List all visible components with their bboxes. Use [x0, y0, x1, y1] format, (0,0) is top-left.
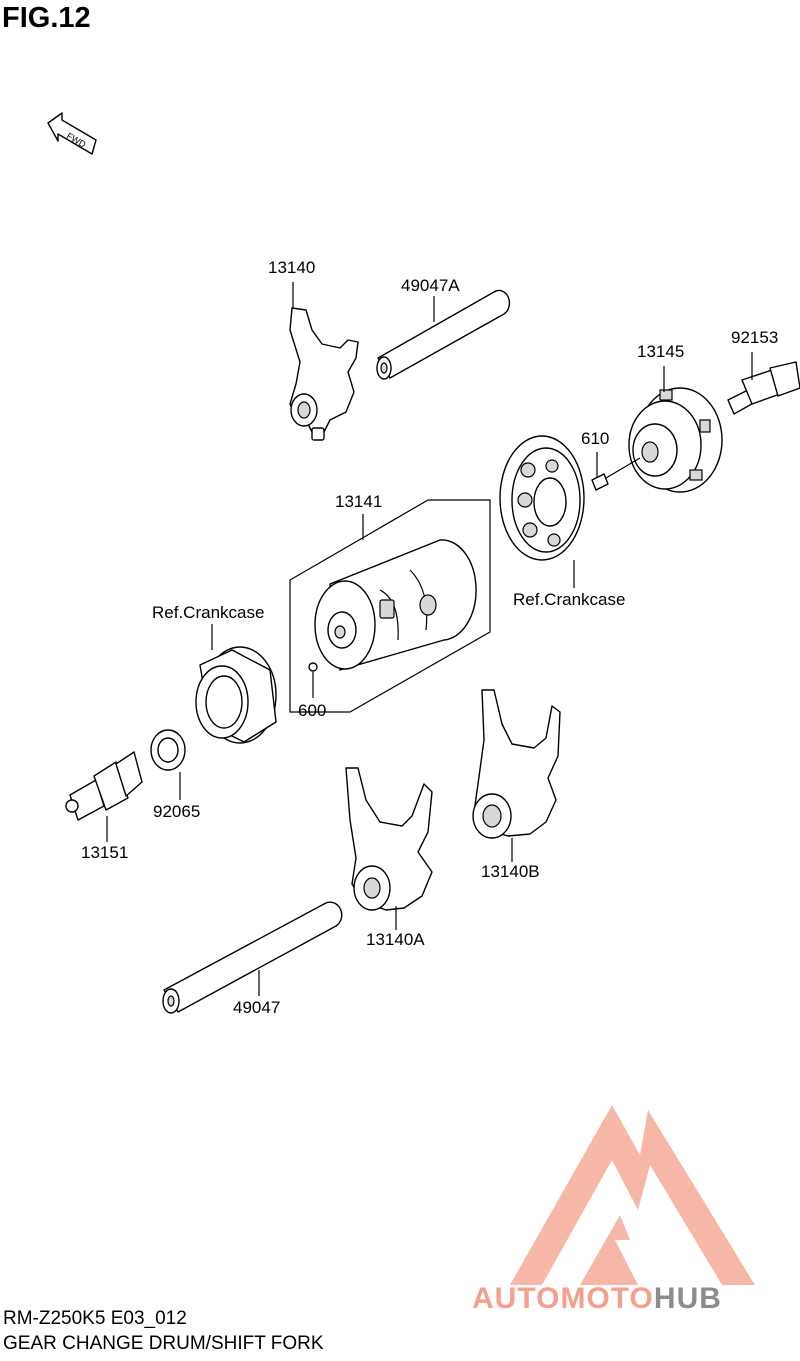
callout-49047[interactable]: 49047	[233, 998, 281, 1017]
callout-13140B[interactable]: 13140B	[481, 862, 540, 881]
bolt-92153[interactable]	[727, 361, 800, 415]
callout-92065[interactable]: 92065	[153, 802, 201, 821]
callout-ref-crankcase-right[interactable]: Ref.Crankcase	[513, 590, 626, 609]
callout-ref-crankcase-left[interactable]: Ref.Crankcase	[152, 603, 265, 622]
watermark-text: AUTOMOTOHUB	[472, 1282, 722, 1316]
bearing-right[interactable]	[499, 435, 585, 561]
fwd-arrow-icon: FWD	[47, 112, 97, 155]
callout-13140[interactable]: 13140	[268, 258, 316, 277]
pin-600[interactable]	[308, 662, 318, 672]
leader-lines	[106, 282, 753, 996]
callout-600[interactable]: 600	[298, 701, 327, 720]
shaft-49047A[interactable]	[376, 289, 511, 380]
washer-92065[interactable]	[150, 729, 186, 771]
shift-fork-13140B[interactable]	[472, 689, 561, 839]
callout-92153[interactable]: 92153	[731, 328, 779, 347]
gear-plate-13145[interactable]	[628, 387, 723, 493]
shift-fork-13140A[interactable]	[345, 767, 433, 911]
watermark-text-part2: HUB	[653, 1282, 722, 1315]
shift-drum-13141[interactable]	[314, 539, 477, 671]
callout-13140A[interactable]: 13140A	[366, 930, 425, 949]
callout-13145[interactable]: 13145	[637, 342, 685, 361]
callout-610[interactable]: 610	[581, 429, 610, 448]
callout-49047A[interactable]: 49047A	[401, 276, 460, 295]
callout-13141[interactable]: 13141	[335, 492, 383, 511]
watermark-text-part1: AUTOMOTO	[472, 1282, 654, 1315]
callout-13151[interactable]: 13151	[81, 843, 129, 862]
automotohub-logo	[510, 1105, 755, 1285]
neutral-switch-13151[interactable]	[65, 751, 143, 821]
shaft-49047[interactable]	[162, 901, 343, 1014]
figure-title: FIG.12	[2, 2, 91, 34]
pin-610[interactable]	[591, 457, 641, 491]
model-code: RM-Z250K5 E03_012	[3, 1308, 187, 1329]
shift-fork-13140[interactable]	[289, 307, 359, 441]
figure-description: GEAR CHANGE DRUM/SHIFT FORK	[3, 1333, 324, 1354]
needle-bearing-left[interactable]	[195, 646, 277, 744]
